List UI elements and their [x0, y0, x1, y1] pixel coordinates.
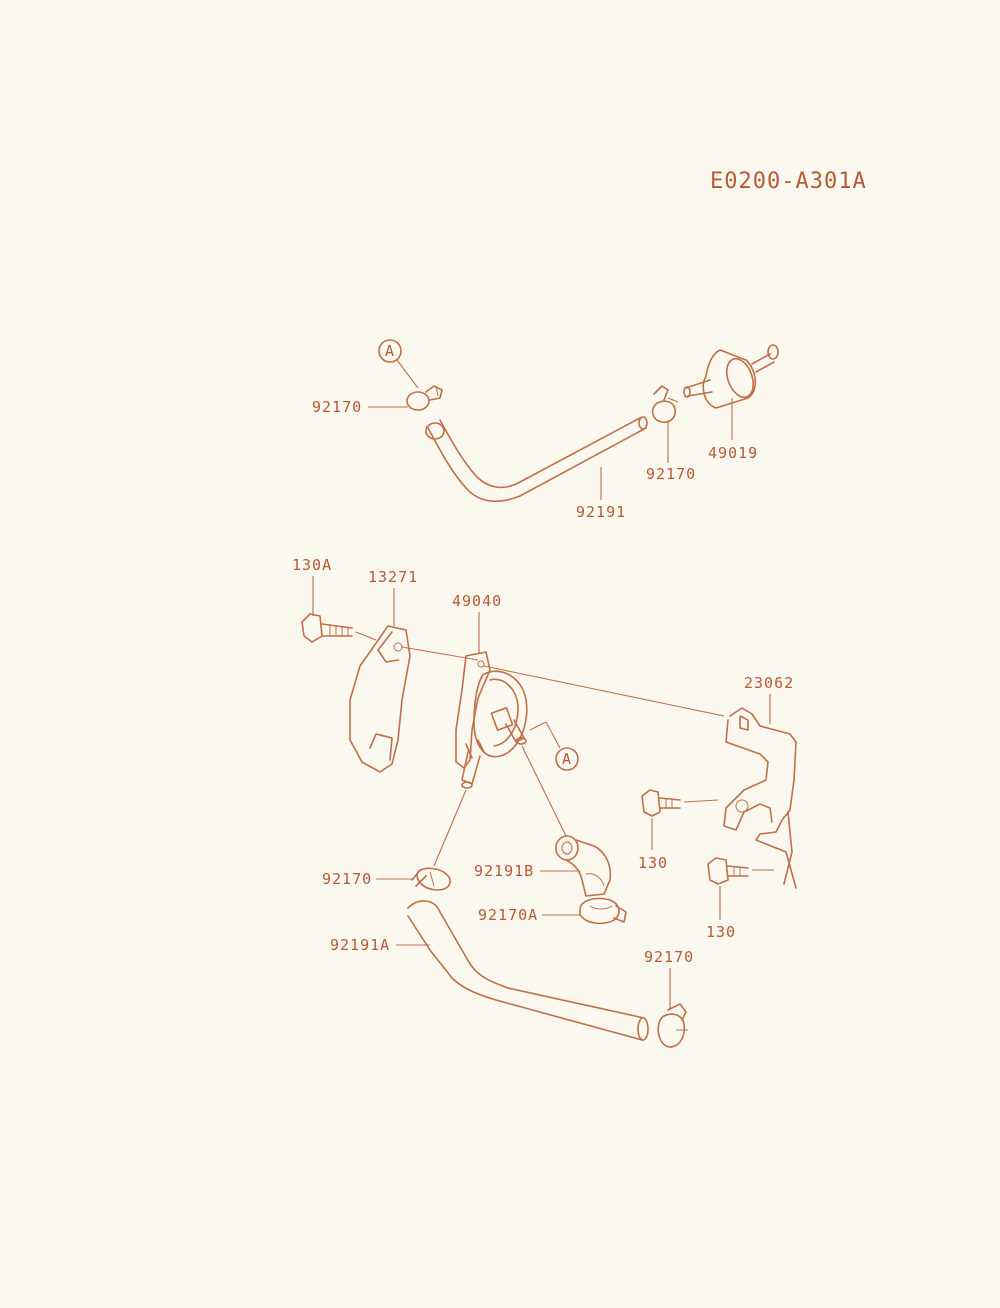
- label-92170-lower-left: 92170: [322, 870, 372, 888]
- label-130a: 130A: [292, 556, 332, 574]
- fuel-hose-long-icon: [407, 900, 649, 1041]
- label-92191b: 92191B: [474, 862, 534, 880]
- diagram-code: E0200-A301A: [710, 169, 867, 194]
- bolt-icon: [301, 613, 353, 643]
- label-92170-top-left: 92170: [312, 398, 362, 416]
- assembly-line-lower-clamp: [433, 789, 467, 867]
- label-92170-bottom: 92170: [644, 948, 694, 966]
- bolt-icon: [641, 789, 681, 817]
- assembly-line-bolt: [355, 631, 377, 641]
- reference-mark-a-top: A: [378, 339, 402, 363]
- pump-cover-icon: [349, 625, 411, 773]
- reference-mark-a-top-label: A: [385, 342, 395, 360]
- clamp-icon: [579, 897, 627, 925]
- assembly-line-bolt-upper: [683, 799, 719, 803]
- label-92170a: 92170A: [478, 906, 538, 924]
- fuel-filter-icon: [683, 344, 779, 409]
- label-92191: 92191: [576, 503, 626, 521]
- label-92191a: 92191A: [330, 936, 390, 954]
- label-49019: 49019: [708, 444, 758, 462]
- bolt-icon: [707, 857, 749, 885]
- fuel-hose-top-icon: [425, 416, 648, 503]
- reference-mark-a-pump: A: [555, 747, 579, 771]
- leader-a-pump: [529, 721, 547, 731]
- assembly-line-short-hose: [521, 745, 567, 837]
- clamp-icon: [651, 385, 679, 424]
- clamp-icon: [411, 867, 451, 891]
- assembly-line-cover: [401, 646, 479, 661]
- fuel-pump-icon: [455, 651, 528, 789]
- reference-mark-a-pump-label: A: [562, 750, 572, 768]
- label-130-lower: 130: [706, 923, 736, 941]
- fuel-hose-short-icon: [555, 835, 612, 897]
- label-92170-top-mid: 92170: [646, 465, 696, 483]
- label-130-upper: 130: [638, 854, 668, 872]
- label-23062: 23062: [744, 674, 794, 692]
- clamp-icon: [406, 385, 443, 411]
- clamp-icon: [657, 1003, 688, 1048]
- label-49040: 49040: [452, 592, 502, 610]
- mounting-bracket-icon: [723, 707, 797, 889]
- leader-a-top: [396, 359, 419, 389]
- assembly-line-pump-bracket: [483, 665, 725, 717]
- label-13271: 13271: [368, 568, 418, 586]
